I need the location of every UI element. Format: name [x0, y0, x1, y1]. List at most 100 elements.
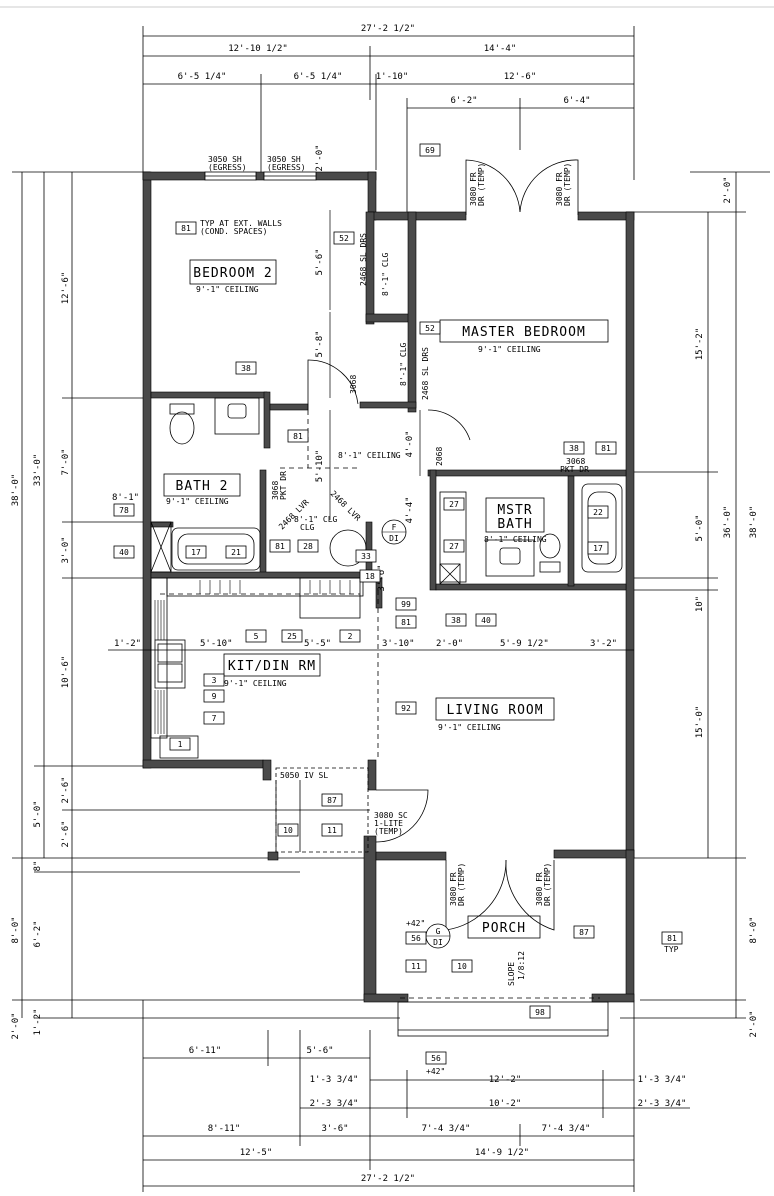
- dim-left-10-6: 10'-6": [61, 656, 71, 689]
- keynote-tag-label: 40: [119, 548, 129, 557]
- keynote-tag-label: 81: [401, 618, 411, 627]
- keynote-tag-box: [661, 931, 683, 945]
- note-ext-walls-1: TYP AT EXT. WALLS: [200, 219, 282, 228]
- keynote-tag: 38: [235, 361, 257, 375]
- note-window-3050-1: 3050 SH: [208, 155, 242, 164]
- keynote-tag: 27: [443, 539, 465, 553]
- keynote-tag-label: 11: [411, 962, 421, 971]
- keynote-tag: 5: [245, 629, 267, 643]
- right-dimension-text: 2'-0" 15'-2" 36'-0" 38'-0" 5'-0" 10" 15'…: [695, 176, 759, 1037]
- dim-in-4-0: 4'-0": [405, 430, 415, 457]
- keynote-tag: 27: [443, 497, 465, 511]
- keynote-tag-box: [359, 569, 381, 583]
- keynote-tag: 3: [203, 673, 225, 687]
- keynote-tag-label: 7: [212, 714, 217, 723]
- note-window-egress-2: (EGRESS): [267, 163, 306, 172]
- dim-top-d: 12'-6": [504, 72, 537, 82]
- dim-row-5-9: 5'-9 1/2": [500, 639, 549, 649]
- right-dimension-lines: [620, 171, 770, 1019]
- gd-top: G: [436, 927, 441, 936]
- dim-right-10in: 10": [695, 596, 705, 612]
- dim-left-8: 8'-0": [11, 916, 21, 943]
- keynote-tag-label: 33: [361, 552, 371, 561]
- keynote-tag: 98: [529, 1005, 551, 1019]
- keynote-tag: 10: [451, 959, 473, 973]
- dim-right-8: 8'-0": [749, 916, 759, 943]
- keynote-tag-box: [175, 221, 197, 235]
- keynote-tag: 52: [419, 321, 441, 335]
- keynote-tag-box: [443, 539, 465, 553]
- keynote-tag-box: [405, 959, 427, 973]
- keynote-tag-box: [333, 231, 355, 245]
- dim-bot-7-4a: 7'-4 3/4": [422, 1124, 471, 1134]
- dim-row-2-0: 2'-0": [436, 639, 463, 649]
- dim-in-5-6: 5'-6": [315, 248, 325, 275]
- dim-right-36: 36'-0": [723, 506, 733, 539]
- keynote-tag-label: 3: [212, 676, 217, 685]
- keynote-tag-box: [405, 931, 427, 945]
- keynote-tag-box: [475, 613, 497, 627]
- dim-top-left: 12'-10 1/2": [228, 44, 288, 54]
- dim-bot-10-2: 10'-2": [489, 1099, 522, 1109]
- dim-in-5-10: 5'-10": [315, 450, 325, 483]
- keynote-tag-box: [445, 613, 467, 627]
- keynote-tag-label: 1: [178, 740, 183, 749]
- dim-top-right: 14'-4": [484, 44, 517, 54]
- keynote-tag-label: 40: [481, 616, 491, 625]
- room-bath2-name: BATH 2: [176, 479, 229, 494]
- keynote-tag: 17: [185, 545, 207, 559]
- dim-right-5: 5'-0": [695, 514, 705, 541]
- keynote-tag-label: 21: [231, 548, 241, 557]
- top-dimension-lines: [0, 6, 774, 215]
- dim-bot-2-3b: 2'-3 3/4": [638, 1099, 687, 1109]
- keynote-tag-label: 2: [348, 632, 353, 641]
- gd-bottom: DI: [433, 938, 443, 947]
- keynote-tag-label: 99: [401, 600, 411, 609]
- note-door-2068: 2068: [435, 447, 444, 466]
- dim-in-8-1: 8'-1": [112, 493, 139, 503]
- keynote-tag-box: [587, 541, 609, 555]
- note-door-2468sl-2: 2468 SL DRS: [421, 347, 430, 400]
- keynote-tag-box: [395, 701, 417, 715]
- keynote-tag-label: 38: [451, 616, 461, 625]
- keynote-tag-box: [419, 143, 441, 157]
- note-window-5050: 5050 IV SL: [280, 771, 328, 780]
- keynote-tag-label: 78: [119, 506, 129, 515]
- dim-bot-1-3b: 1'-3 3/4": [638, 1075, 687, 1085]
- keynote-tag-label: 98: [535, 1008, 545, 1017]
- dim-bot-12-5: 12'-5": [240, 1148, 273, 1158]
- keynote-tag-label: 81: [667, 934, 677, 943]
- dim-bot-8-11: 8'-11": [208, 1124, 241, 1134]
- keynote-tag: 1: [169, 737, 191, 751]
- keynote-tag-label: 38: [241, 364, 251, 373]
- note-clg-2: 8'-1" CLG: [399, 342, 408, 386]
- left-dimension-text: 38'-0" 33'-0" 12'-6" 7'-0" 3'-0" 10'-6" …: [11, 272, 71, 1040]
- keynote-tag-box: [225, 545, 247, 559]
- gd-symbol: G DI: [425, 923, 451, 949]
- keynote-tag: 81: [395, 615, 417, 629]
- keynote-tag-label: 18: [365, 572, 375, 581]
- note-door-3080fr-2: 3080 FR: [555, 172, 564, 206]
- dim-bot-7-4b: 7'-4 3/4": [542, 1124, 591, 1134]
- note-door-drtemp-4: DR (TEMP): [543, 863, 552, 906]
- note-door-temp: (TEMP): [374, 827, 403, 836]
- dim-bot-12-2: 12'-2": [489, 1075, 522, 1085]
- note-plus42-2: +42": [426, 1067, 445, 1076]
- room-bedroom2-name: BEDROOM 2: [193, 266, 272, 281]
- keynote-tag-label: 25: [287, 632, 297, 641]
- note-bath2-door: 3068: [271, 481, 280, 500]
- keynote-tag: 92: [395, 701, 417, 715]
- keynote-tag-label: 81: [293, 432, 303, 441]
- keynote-tag-label: 22: [593, 508, 603, 517]
- keynote-tag: 11: [405, 959, 427, 973]
- keynote-tag-label: 9: [212, 692, 217, 701]
- keynote-tag-box: [113, 503, 135, 517]
- keynote-tag-box: [287, 429, 309, 443]
- bottom-dimension-lines: [142, 1000, 690, 1192]
- keynote-tag: 87: [573, 925, 595, 939]
- keynote-tag-label: 87: [579, 928, 589, 937]
- room-living-ceiling: 9'-1" CEILING: [438, 723, 501, 732]
- fd-bottom: DI: [389, 534, 399, 543]
- keynote-tag-label: 27: [449, 500, 459, 509]
- keynote-tag-box: [235, 361, 257, 375]
